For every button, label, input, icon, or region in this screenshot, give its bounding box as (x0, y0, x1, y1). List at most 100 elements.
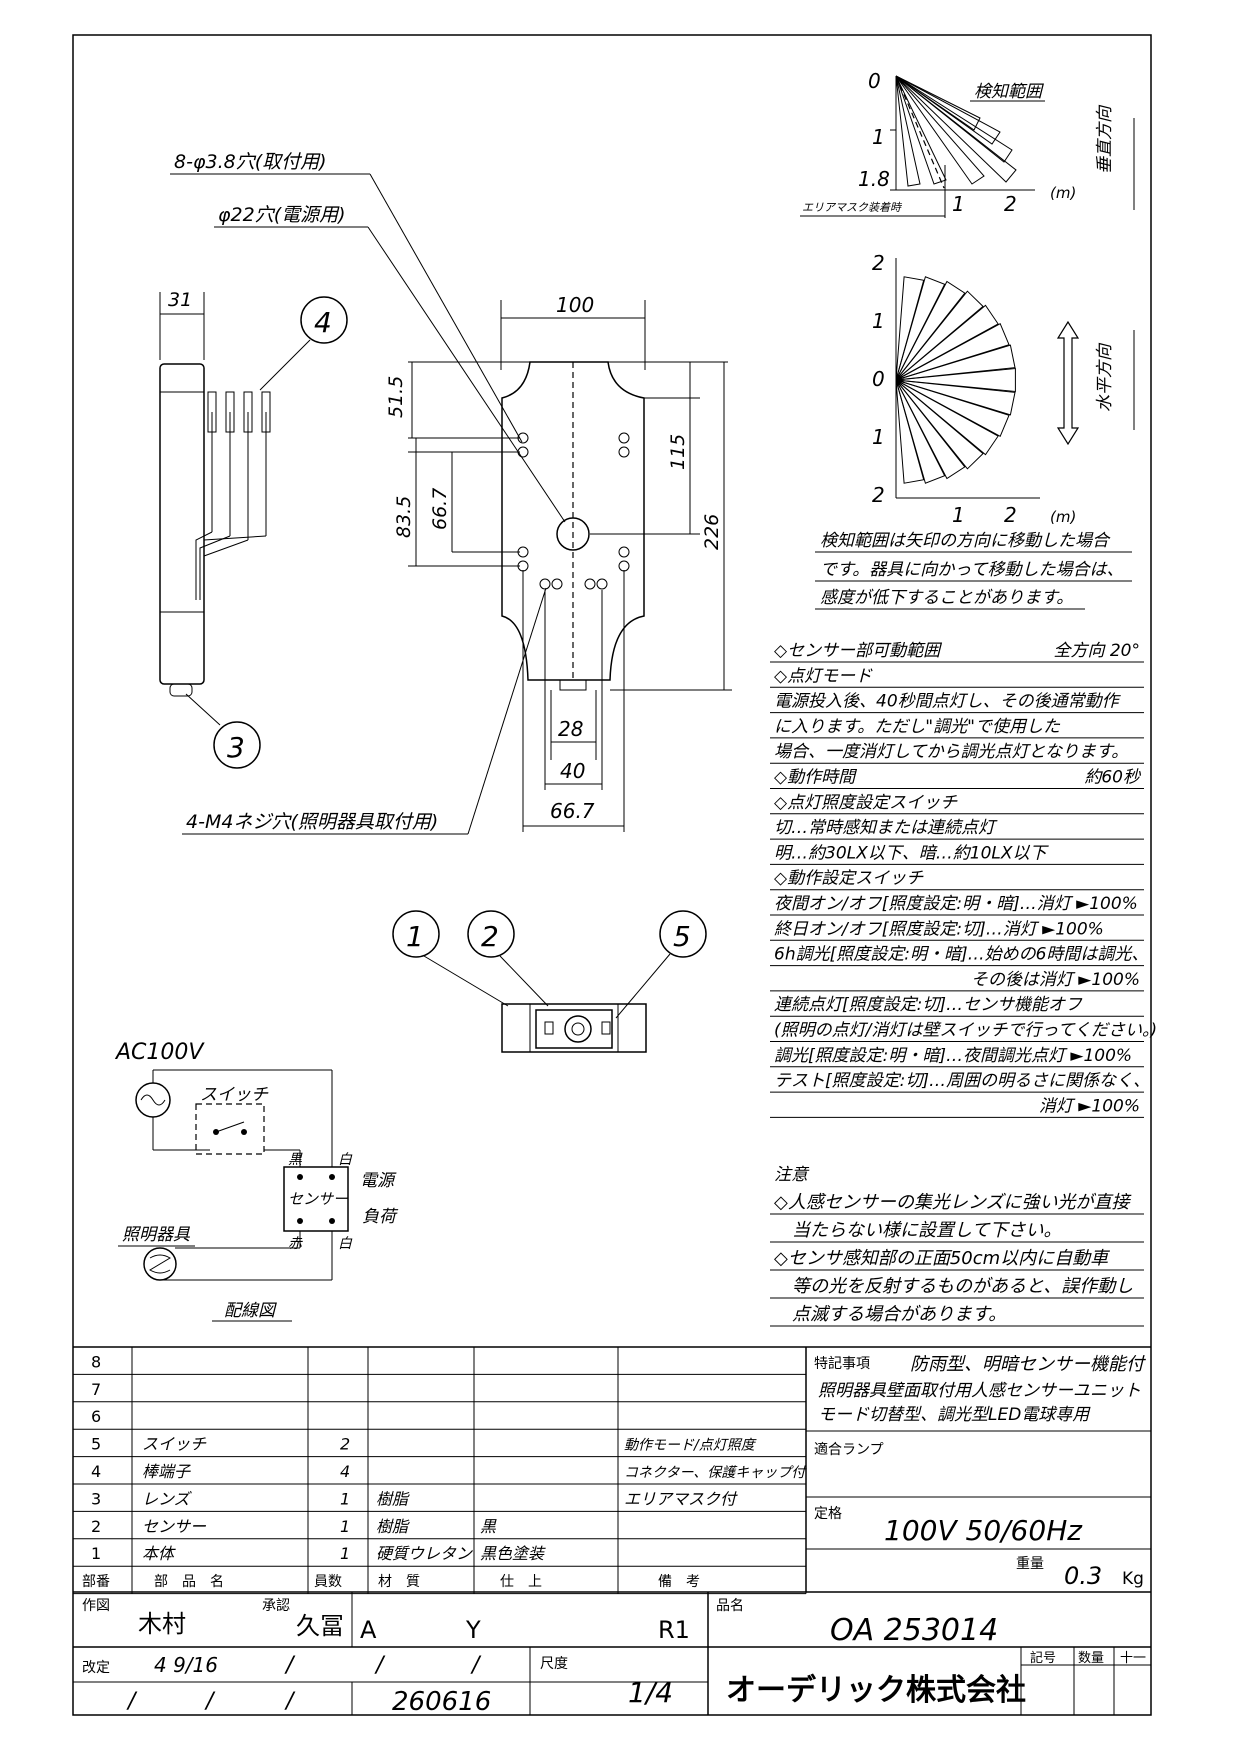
svg-text:(m): (m) (1050, 508, 1076, 526)
title-block: 作図 木村 承認 久冨 A Y R1 品名 OA 253014 改定 4 9/1… (73, 1591, 1151, 1717)
parts-cell-name: 本体 (142, 1544, 176, 1563)
screw-holes-label: 4-M4ネジ穴(照明器具取付用) (186, 811, 438, 833)
svg-text:点滅する場合があります。: 点滅する場合があります。 (792, 1304, 1006, 1325)
svg-text:0: 0 (868, 69, 881, 93)
fan-sector (895, 344, 1016, 381)
svg-text:R1: R1 (658, 1616, 690, 1644)
svg-text:等の光を反射するものがあると、誤作動し: 等の光を反射するものがあると、誤作動し (792, 1276, 1133, 1297)
date-code: 260616 (392, 1687, 491, 1717)
svg-text:40: 40 (560, 759, 585, 783)
parts-cell-material: 硬質ウレタン (376, 1544, 473, 1563)
fan-sector (895, 379, 925, 484)
svg-text:3: 3 (227, 731, 245, 764)
parts-cell-qty: 1 (340, 1544, 350, 1563)
spec-line: ◇センサー部可動範囲 (774, 641, 942, 661)
spec-line: ◇点灯モード (774, 666, 873, 686)
svg-text:2: 2 (481, 920, 499, 953)
callout-2 (467, 910, 515, 958)
parts-cell-name: レンズ (142, 1489, 193, 1508)
scale-value: 1/4 (628, 1676, 673, 1709)
spec-line: 6h調光[照度設定:明・暗]…始めの6時間は調光、 (774, 945, 1148, 965)
spec-line: 調光[照度設定:明・暗]…夜間調光点灯 ►100% (774, 1046, 1132, 1066)
spec-line: (照明の点灯/消灯は壁スイッチで行ってください。) (774, 1021, 1157, 1041)
svg-text:A: A (360, 1616, 377, 1644)
svg-text:83.5: 83.5 (393, 496, 415, 538)
horizontal-fan (895, 276, 1016, 484)
parts-cell-no: 1 (91, 1544, 101, 1563)
product-number: OA 253014 (830, 1613, 998, 1648)
svg-text:Y: Y (465, 1616, 481, 1644)
parts-cell-note: 動作モード/点灯照度 (624, 1438, 757, 1454)
horizontal-direction-label: 水平方向 (1095, 342, 1115, 412)
svg-text:改定: 改定 (82, 1660, 110, 1676)
svg-text:0: 0 (872, 367, 885, 391)
svg-text:作図: 作図 (82, 1598, 110, 1614)
svg-text:115: 115 (667, 434, 689, 470)
svg-text:/: / (204, 1689, 216, 1714)
spec-line: 連続点灯[照度設定:切]…センサ機能オフ (774, 995, 1083, 1015)
detection-range-horizontal: 2 1 0 1 2 1 2 (m) 水平方向 (872, 251, 1135, 527)
switch-box (195, 1103, 265, 1155)
caution-notes: 注意 ◇人感センサーの集光レンズに強い光が直接 当たらない様に設置して下さい。 … (770, 1165, 1144, 1327)
svg-text:◇センサ感知部の正面50cm以内に自動車: ◇センサ感知部の正面50cm以内に自動車 (774, 1248, 1110, 1269)
spec-line: 場合、一度消灯してから調光点灯となります。 (774, 742, 1128, 762)
svg-text:負荷: 負荷 (362, 1207, 399, 1227)
ac-source-label: AC100V (114, 1040, 205, 1065)
spec-line: ◇動作設定スイッチ (774, 869, 924, 889)
svg-text:/: / (284, 1689, 296, 1714)
svg-text:1.8: 1.8 (858, 167, 890, 191)
svg-text:照明器具: 照明器具 (122, 1225, 191, 1245)
svg-text:226: 226 (701, 514, 723, 550)
svg-text:です。器具に向かって移動した場合は、: です。器具に向かって移動した場合は、 (820, 560, 1123, 580)
svg-text:材 質: 材 質 (378, 1574, 420, 1590)
parts-cell-no: 5 (91, 1435, 101, 1454)
spec-line: 電源投入後、40秒間点灯し、その後通常動作 (774, 692, 1122, 712)
svg-text:2: 2 (872, 251, 885, 275)
svg-text:数量: 数量 (1078, 1651, 1104, 1666)
frame-border (72, 34, 1152, 1716)
svg-text:Kg: Kg (1122, 1569, 1144, 1589)
mount-holes-label: 8-φ3.8穴(取付用) (174, 151, 327, 173)
side-view: 31 4 3 (159, 289, 348, 769)
spec-line: 明…約30LX以下、暗…約10LX以下 (774, 843, 1049, 863)
wiring-diagram: AC100V スイッチ 黒 白 センサー 電源 負荷 赤 白 照明器具 (114, 1040, 399, 1322)
svg-text:特記事項: 特記事項 (814, 1355, 870, 1372)
parts-cell-finish: 黒色塗装 (480, 1544, 546, 1563)
spec-line: ◇動作時間 (774, 768, 857, 788)
svg-text:5: 5 (673, 920, 691, 953)
caution-heading: 注意 (774, 1165, 810, 1185)
parts-cell-qty: 4 (340, 1462, 350, 1481)
svg-text:4: 4 (314, 306, 332, 339)
parts-cell-material: 樹脂 (376, 1489, 410, 1508)
svg-text:赤: 赤 (288, 1236, 303, 1252)
svg-text:1: 1 (952, 192, 965, 216)
svg-text:スイッチ: スイッチ (200, 1085, 269, 1105)
parts-cell-no: 2 (91, 1517, 101, 1536)
svg-text:白: 白 (338, 1152, 353, 1168)
approved-by: 久冨 (296, 1612, 344, 1640)
svg-text:66.7: 66.7 (429, 488, 451, 530)
svg-text:100V 50/60Hz: 100V 50/60Hz (884, 1514, 1083, 1547)
svg-text:検知範囲は矢印の方向に移動した場合: 検知範囲は矢印の方向に移動した場合 (820, 531, 1111, 551)
svg-text:28: 28 (558, 717, 583, 741)
svg-text:/: / (284, 1653, 296, 1678)
svg-text:感度が低下することがあります。: 感度が低下することがあります。 (820, 588, 1073, 608)
spec-line: 夜間オン/オフ[照度設定:明・暗]…消灯 ►100% (774, 894, 1138, 914)
svg-text:記号: 記号 (1030, 1650, 1056, 1666)
double-arrow-icon (1056, 320, 1080, 446)
svg-text:100: 100 (556, 293, 594, 317)
spec-line: に入ります。ただし"調光"で使用した (774, 717, 1061, 737)
parts-cell-name: センサー (142, 1517, 207, 1536)
fan-sector (895, 367, 1016, 393)
parts-cell-no: 3 (91, 1489, 101, 1508)
svg-text:2: 2 (1004, 192, 1017, 216)
callout-1 (392, 910, 440, 958)
svg-text:黒: 黒 (288, 1152, 303, 1168)
parts-cell-no: 7 (91, 1380, 101, 1399)
parts-cell-no: 8 (91, 1352, 101, 1371)
svg-text:部番: 部番 (82, 1574, 110, 1590)
spec-value: 約60秒 (1084, 768, 1141, 788)
parts-cell-qty: 1 (340, 1489, 350, 1508)
svg-text:66.7: 66.7 (550, 799, 595, 823)
